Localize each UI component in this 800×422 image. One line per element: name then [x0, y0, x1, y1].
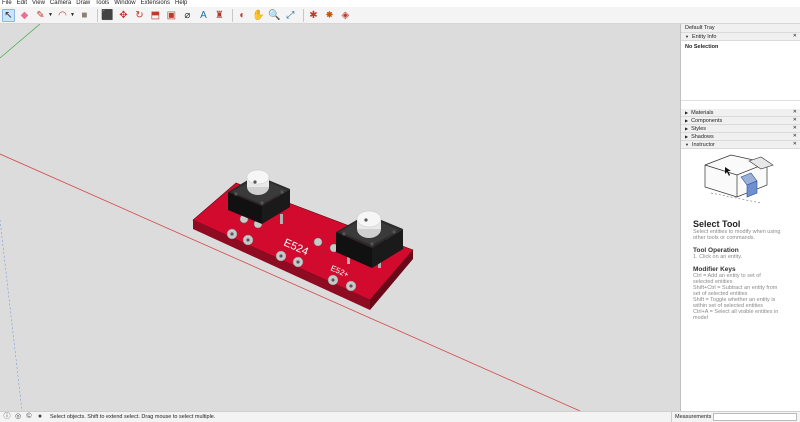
panel-instructor-label: Instructor — [691, 142, 715, 148]
menu-extensions[interactable]: Extensions — [140, 0, 170, 6]
panel-components-label: Components — [691, 118, 723, 124]
collapsed-triangle-icon: ▶ — [685, 110, 689, 115]
main-toolbar: ↖◆✎▼◠▼■⬛✥↻⬒▣⌀A♜◐✋🔍⤢✱✸◈ — [0, 7, 800, 24]
menu-bar: File Edit View Camera Draw Tools Window … — [0, 0, 800, 7]
blue-axis-line — [0, 219, 23, 411]
status-bar: ⓘ ◎ © ● Select objects. Shift to extend … — [0, 411, 800, 422]
instructor-body: Select Tool Select entities to modify wh… — [681, 149, 800, 321]
panel-shadows[interactable]: ▶Shadows ✕ — [681, 133, 800, 141]
eraser-tool-icon[interactable]: ◆ — [20, 9, 29, 21]
modifier-key-line: within set of selected entities — [693, 303, 764, 309]
menu-edit[interactable]: Edit — [16, 0, 28, 6]
menu-help[interactable]: Help — [175, 0, 188, 6]
scene-canvas[interactable]: E524 E52+ — [0, 24, 680, 411]
scale-tool-icon[interactable]: ⬒ — [150, 9, 161, 21]
arc-tool-icon[interactable]: ◠ — [58, 9, 67, 21]
menu-camera[interactable]: Camera — [49, 0, 72, 6]
extension-warehouse-icon[interactable]: ✸ — [325, 9, 334, 21]
modifier-key-line: model — [693, 315, 708, 321]
select-tool-illustration — [704, 154, 774, 204]
warehouse-icon[interactable]: ✱ — [309, 9, 318, 21]
line-tool-icon[interactable]: ✎ — [36, 9, 45, 21]
collapsed-triangle-icon: ▶ — [685, 134, 689, 139]
panel-entity-info[interactable]: ▼Entity Info ✕ — [681, 33, 800, 41]
tray-title-text: Default Tray — [685, 25, 715, 31]
panel-entity-info-label: Entity Info — [691, 34, 717, 40]
paint-bucket-tool-icon[interactable]: ♜ — [214, 9, 224, 21]
menu-draw[interactable]: Draw — [76, 0, 91, 6]
select-tool-icon[interactable]: ↖ — [2, 8, 15, 22]
modifier-key-line: set of selected entities — [693, 291, 748, 297]
modifier-key-line: Shift = Toggle whether an entity is — [693, 297, 776, 303]
toolbar-separator — [96, 8, 98, 22]
red-axis-line — [0, 153, 581, 411]
instructor-tool-description: Select entities to modify when using oth… — [693, 229, 781, 241]
tactile-button-left[interactable] — [228, 169, 290, 224]
info-icon[interactable]: ⓘ — [3, 413, 11, 420]
collapsed-triangle-icon: ▶ — [685, 118, 689, 123]
instructor-modifier-heading: Modifier Keys — [693, 266, 736, 273]
modifier-key-line: selected entities — [693, 279, 733, 285]
panel-materials-label: Materials — [691, 110, 714, 116]
zoom-extents-icon[interactable]: ⤢ — [286, 9, 295, 21]
toolbar-separator — [231, 8, 233, 22]
zoom-tool-icon[interactable]: 🔍 — [268, 9, 281, 21]
tactile-button-right[interactable] — [336, 210, 403, 268]
close-icon[interactable]: ✕ — [792, 125, 797, 131]
green-axis-line — [0, 24, 41, 59]
modifier-key-line: Shift+Ctrl = Subtract an entity from — [693, 285, 778, 291]
orbit-tool-icon[interactable]: ◐ — [239, 9, 246, 21]
entity-info-body: No Selection — [681, 41, 800, 101]
measurements-input[interactable] — [713, 413, 797, 421]
close-icon[interactable]: ✕ — [792, 133, 797, 139]
text-tool-icon[interactable]: A — [200, 9, 207, 21]
geo-location-icon[interactable]: ◎ — [14, 413, 22, 420]
entity-info-status: No Selection — [685, 44, 719, 50]
dropdown-caret-icon[interactable]: ▼ — [48, 12, 53, 18]
panel-styles[interactable]: ▶Styles ✕ — [681, 125, 800, 133]
shape-tool-icon[interactable]: ■ — [81, 9, 88, 21]
instructor-operation-step: 1. Click on an entity. — [693, 254, 743, 260]
panel-materials[interactable]: ▶Materials ✕ — [681, 109, 800, 117]
pan-tool-icon[interactable]: ✋ — [252, 9, 265, 21]
collapsed-triangle-icon: ▶ — [685, 126, 689, 131]
panel-shadows-label: Shadows — [691, 134, 714, 140]
rotate-tool-icon[interactable]: ↻ — [135, 9, 144, 21]
menu-view[interactable]: View — [32, 0, 45, 6]
layout-icon[interactable]: ◈ — [341, 9, 350, 21]
push-pull-tool-icon[interactable]: ⬛ — [101, 9, 114, 21]
menu-tools[interactable]: Tools — [95, 0, 110, 6]
instructor-tool-title: Select Tool — [693, 219, 741, 229]
offset-tool-icon[interactable]: ▣ — [166, 9, 177, 21]
menu-window[interactable]: Window — [114, 0, 136, 6]
status-text: Select objects. Shift to extend select. … — [50, 414, 216, 420]
menu-file[interactable]: File — [2, 0, 12, 6]
credits-icon[interactable]: © — [26, 413, 32, 420]
measurements-label: Measurements — [671, 412, 711, 422]
expanded-triangle-icon: ▼ — [685, 34, 689, 39]
expanded-triangle-icon: ▼ — [685, 142, 689, 147]
model-viewport[interactable]: E524 E52+ — [0, 24, 680, 411]
tray-title[interactable]: Default Tray — [681, 24, 800, 33]
dropdown-caret-icon[interactable]: ▼ — [69, 12, 75, 18]
tape-measure-tool-icon[interactable]: ⌀ — [184, 9, 191, 21]
close-icon[interactable]: ✕ — [792, 33, 797, 39]
move-tool-icon[interactable]: ✥ — [119, 9, 128, 21]
modifier-key-line: Ctrl+A = Select all visible entities in — [693, 309, 779, 315]
close-icon[interactable]: ✕ — [792, 141, 797, 147]
panel-styles-label: Styles — [691, 126, 707, 132]
instructor-operation-heading: Tool Operation — [693, 247, 739, 254]
user-icon[interactable]: ● — [37, 413, 43, 420]
modifier-key-line: Ctrl = Add an entity to set of — [693, 273, 761, 279]
panel-components[interactable]: ▶Components ✕ — [681, 117, 800, 125]
close-icon[interactable]: ✕ — [792, 109, 797, 115]
default-tray: Default Tray ▼Entity Info ✕ No Selection… — [680, 24, 800, 411]
toolbar-separator — [302, 8, 304, 22]
close-icon[interactable]: ✕ — [792, 117, 797, 123]
panel-instructor[interactable]: ▼Instructor ✕ — [681, 141, 800, 149]
